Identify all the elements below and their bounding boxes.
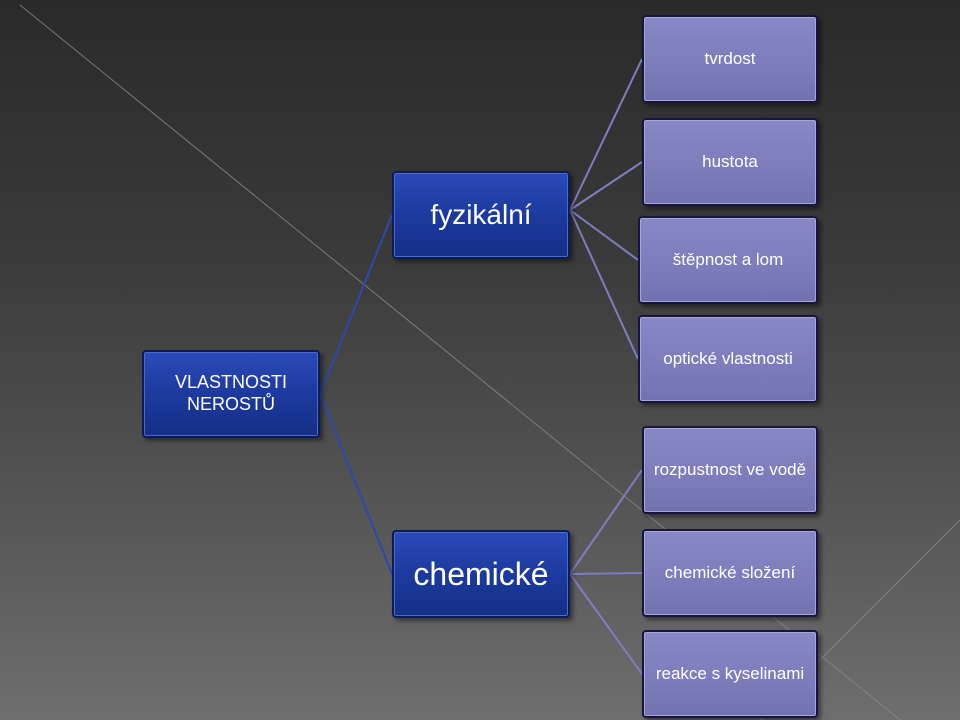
connector-category-to-leaf [569, 572, 643, 575]
leaf-node: chemické složení [642, 529, 818, 617]
leaf-node: reakce s kyselinami [642, 630, 818, 718]
connector-root-to-category [319, 214, 393, 395]
connector-category-to-leaf [569, 469, 643, 575]
leaf-node: tvrdost [642, 15, 818, 103]
leaf-node-label: chemické složení [664, 562, 796, 582]
category-label-physical: fyzikální [430, 199, 532, 231]
leaf-node-label: hustota [702, 151, 758, 171]
edges-group [319, 58, 643, 675]
leaf-node: rozpustnost ve vodě [642, 426, 818, 514]
connector-category-to-leaf [569, 161, 643, 211]
connector-category-to-leaf [569, 209, 639, 261]
leaf-node-label: rozpustnost ve vodě [653, 459, 807, 479]
root-node: VLASTNOSTI NEROSTŮ [142, 350, 320, 438]
connector-root-to-category [319, 393, 393, 575]
leaf-node-label: tvrdost [704, 48, 756, 68]
leaf-node: štěpnost a lom [638, 216, 818, 304]
category-node-chemical: chemické [392, 530, 570, 618]
category-node-physical: fyzikální [392, 171, 570, 259]
category-label-chemical: chemické [413, 555, 549, 592]
leaf-node-label: optické vlastnosti [663, 348, 793, 368]
connector-category-to-leaf [569, 573, 643, 675]
leaf-node: optické vlastnosti [638, 315, 818, 403]
leaf-node: hustota [642, 118, 818, 206]
root-node-label: VLASTNOSTI NEROSTŮ [174, 372, 288, 414]
leaf-node-label: štěpnost a lom [672, 249, 784, 269]
connector-category-to-leaf [569, 58, 643, 211]
leaf-node-label: reakce s kyselinami [655, 663, 805, 683]
connector-category-to-leaf [569, 209, 639, 360]
